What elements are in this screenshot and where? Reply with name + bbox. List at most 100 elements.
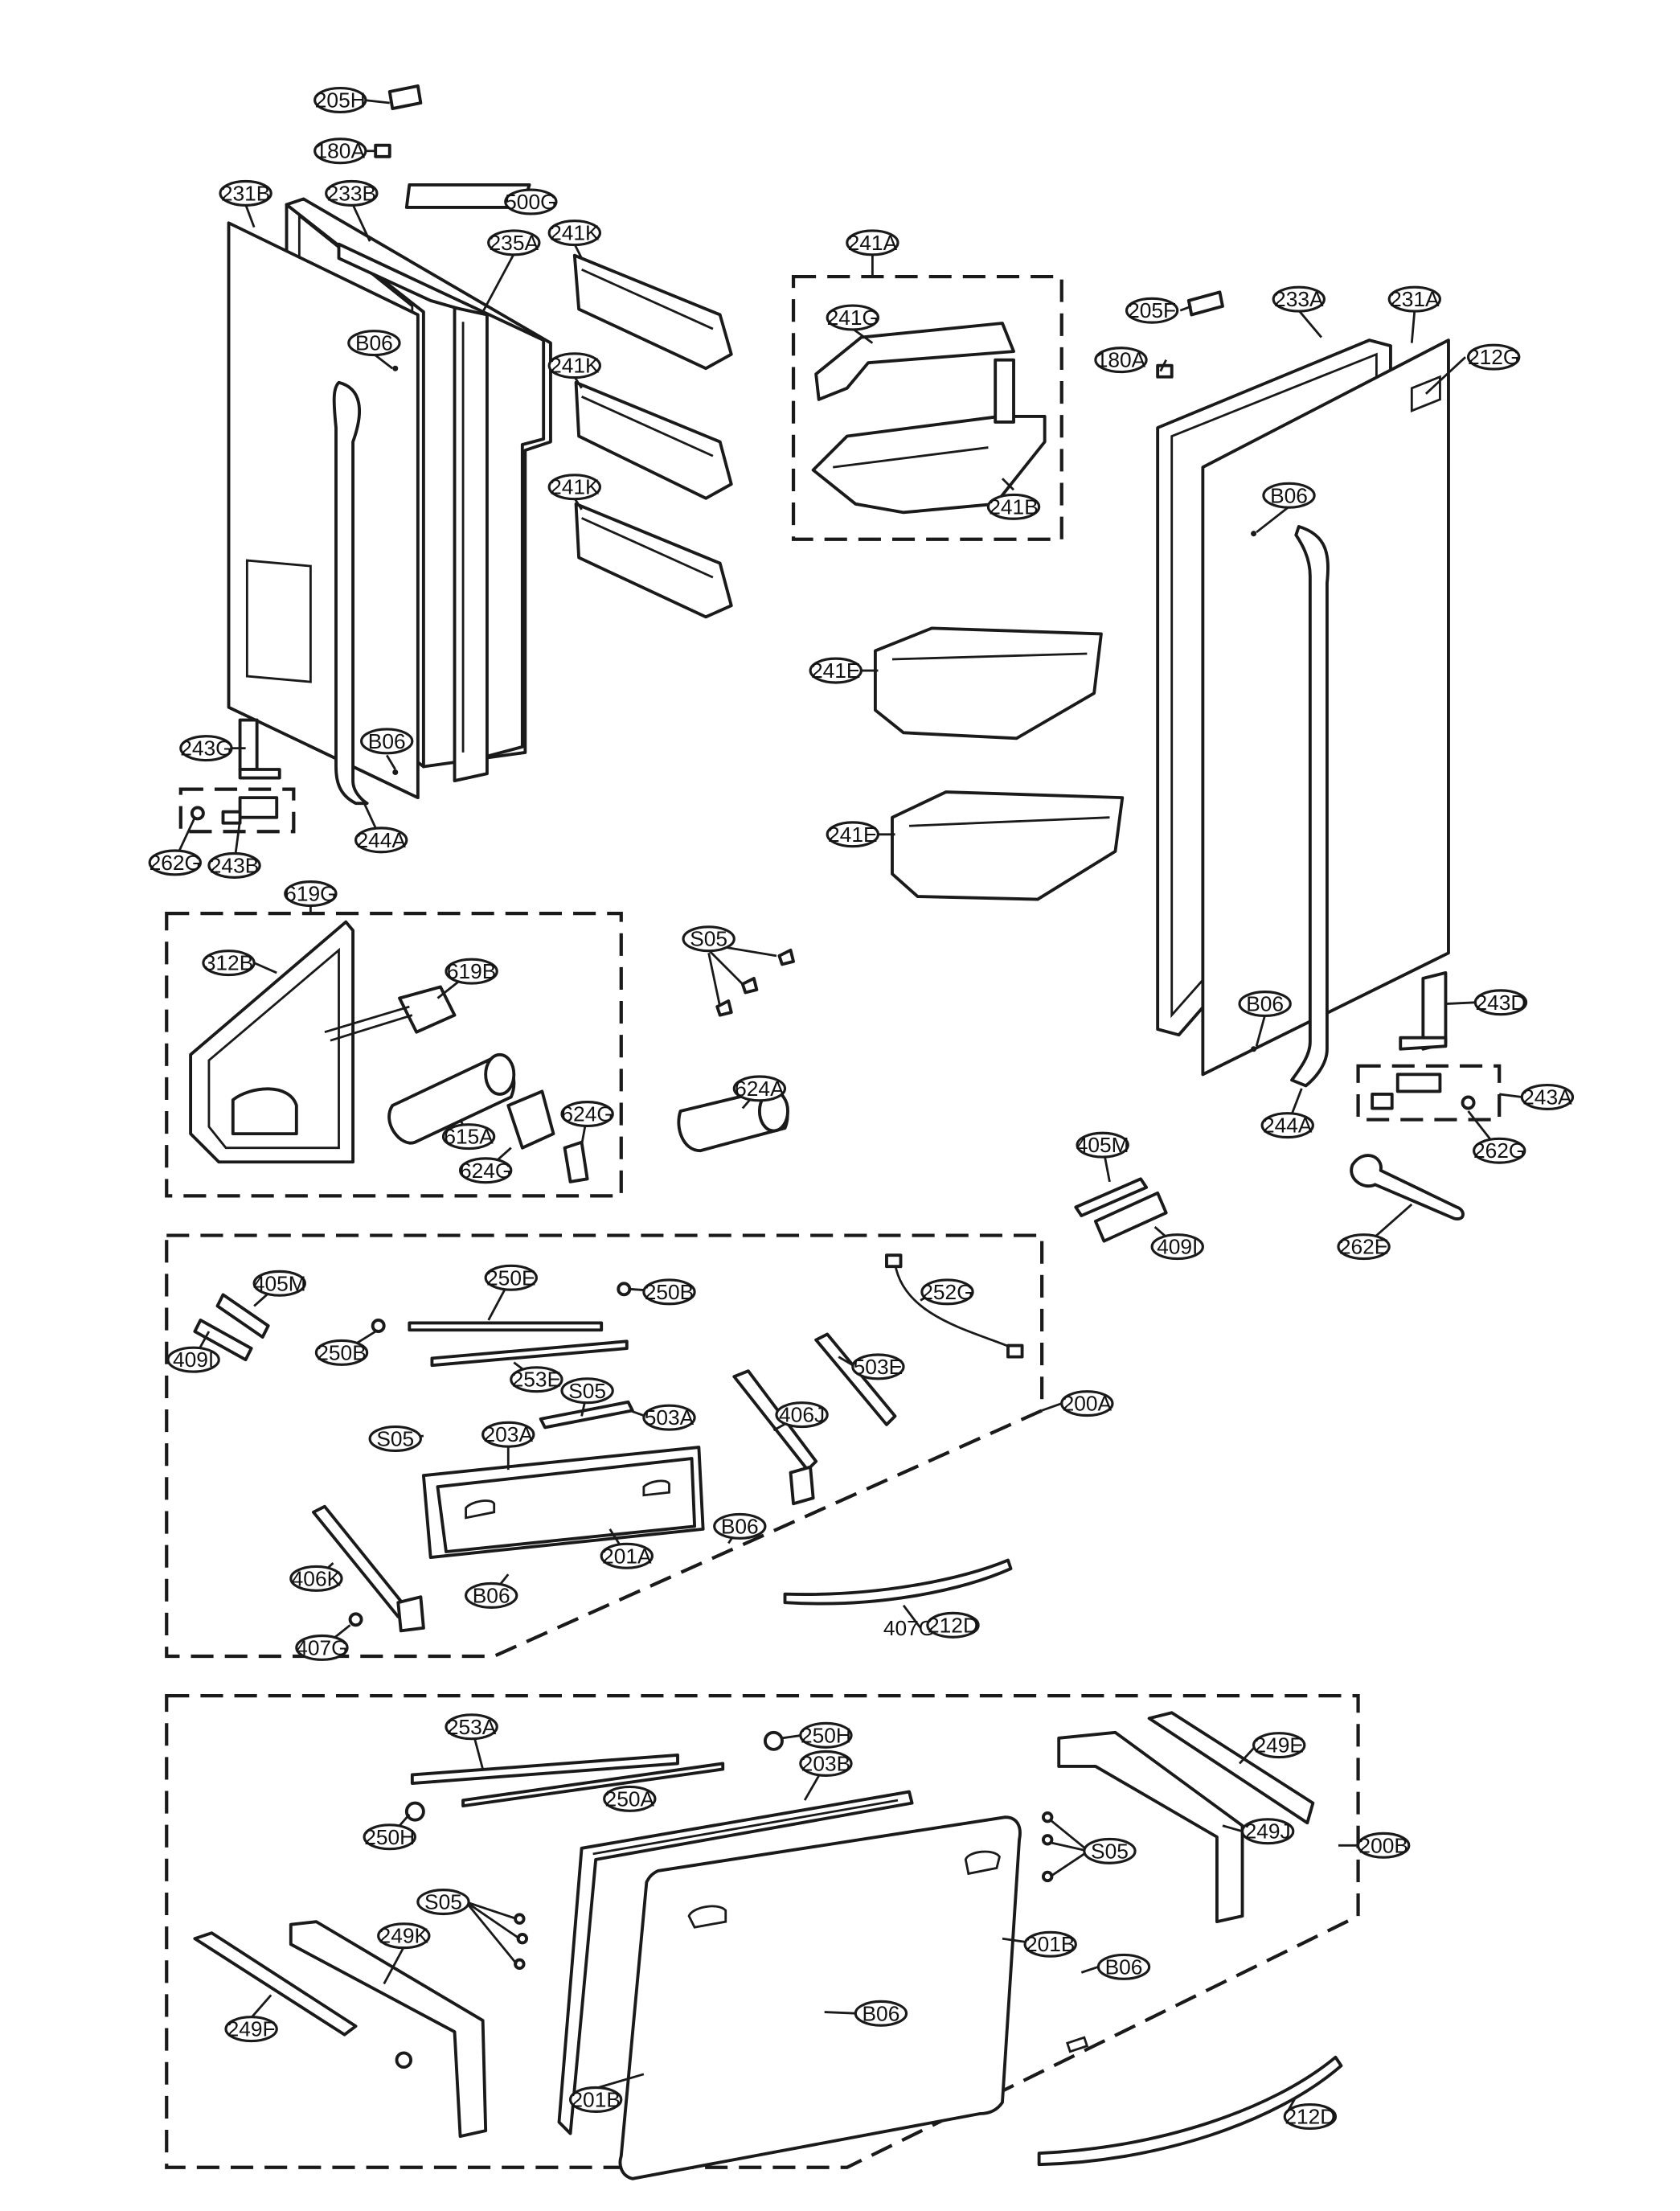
callout-250h-top-text: 250H	[801, 1723, 851, 1747]
callout-615a-text: 615A	[444, 1125, 494, 1149]
callout-s05-drawer-a[interactable]: S05	[560, 1377, 614, 1405]
callout-250e-text: 250E	[486, 1265, 536, 1290]
callout-201b-right[interactable]: 201B	[1023, 1930, 1077, 1958]
rail-406j	[732, 1369, 818, 1506]
callout-s05-right-text: S05	[1091, 1839, 1129, 1863]
callout-231b[interactable]: 231B	[219, 179, 272, 207]
callout-500g-text: 500G	[505, 190, 556, 214]
callout-407g-left[interactable]: 407G	[295, 1634, 349, 1661]
callout-241k-middle[interactable]: 241K	[547, 352, 602, 379]
callout-249f[interactable]: 249F	[224, 2016, 278, 2043]
callout-624a[interactable]: 624A	[732, 1075, 787, 1102]
callout-503e[interactable]: 503E	[851, 1353, 905, 1380]
callout-212g[interactable]: 212G	[1466, 343, 1521, 371]
callout-241g[interactable]: 241G	[826, 304, 880, 331]
callout-201b-left[interactable]: 201B	[568, 2086, 623, 2113]
callout-212d-bottom[interactable]: 212D	[1283, 2103, 1338, 2131]
callout-s05-center[interactable]: S05	[682, 925, 736, 953]
callout-249k[interactable]: 249K	[377, 1922, 431, 1950]
callout-250b-right[interactable]: 250B	[642, 1278, 696, 1306]
callout-b06-right-top[interactable]: B06	[1262, 482, 1316, 509]
callout-b06-right-bottom[interactable]: B06	[1238, 991, 1292, 1018]
callout-405m-drawer-text: 405M	[253, 1271, 306, 1295]
callout-b06-201b-center[interactable]: B06	[854, 2000, 908, 2027]
callout-241b[interactable]: 241B	[986, 493, 1041, 520]
callout-241k-top[interactable]: 241K	[547, 219, 602, 247]
callout-503a[interactable]: 503A	[642, 1404, 696, 1431]
hinge-bracket-243g	[238, 718, 281, 780]
callout-201b-right-text: 201B	[1026, 1932, 1076, 1956]
callout-250h-top[interactable]: 250H	[799, 1721, 853, 1749]
callout-624g-right[interactable]: 624G	[560, 1101, 614, 1128]
callout-624g-bottom-text: 624G	[460, 1159, 511, 1183]
callout-233b[interactable]: 233B	[325, 179, 379, 207]
callout-231a[interactable]: 231A	[1387, 285, 1442, 313]
callout-180a-right-text: 180A	[1096, 348, 1146, 372]
callout-244a-right-text: 244A	[1263, 1114, 1313, 1138]
callout-205h[interactable]: 205H	[313, 87, 367, 114]
callout-312b[interactable]: 312B	[202, 950, 256, 977]
callout-203a[interactable]: 203A	[481, 1421, 535, 1448]
callout-250e[interactable]: 250E	[484, 1264, 538, 1291]
callout-244a-right[interactable]: 244A	[1260, 1112, 1314, 1139]
callout-262g-left[interactable]: 262G	[148, 849, 202, 876]
callout-b06-left-top[interactable]: B06	[347, 330, 401, 357]
callout-s05-right[interactable]: S05	[1083, 1837, 1137, 1864]
callout-243b[interactable]: 243B	[207, 851, 261, 879]
callout-250b-left[interactable]: 250B	[314, 1339, 369, 1366]
callout-b06-left-bottom[interactable]: B06	[360, 728, 414, 755]
callout-619b[interactable]: 619B	[445, 958, 498, 985]
callout-212d-top[interactable]: 212D	[926, 1611, 980, 1639]
callout-200b[interactable]: 200B	[1356, 1832, 1411, 1859]
callout-244a-left[interactable]: 244A	[354, 827, 408, 854]
hinge-cap-205h	[387, 84, 423, 110]
callout-s05-drawer-b[interactable]: S05	[368, 1425, 422, 1452]
callout-500g[interactable]: 500G	[504, 188, 558, 215]
callout-249j[interactable]: 249J	[1240, 1818, 1295, 1845]
callout-b06-drawer-left[interactable]: B06	[464, 1581, 518, 1609]
callout-235a[interactable]: 235A	[487, 229, 541, 256]
callout-624g-bottom[interactable]: 624G	[458, 1157, 513, 1184]
callout-249e[interactable]: 249E	[1252, 1732, 1306, 1759]
callout-233a[interactable]: 233A	[1272, 285, 1326, 313]
callout-409i-drawer[interactable]: 409I	[166, 1346, 220, 1373]
callout-241e-bottom-text: 241E	[828, 822, 878, 847]
callout-253a-text: 253A	[447, 1715, 497, 1739]
callout-205f[interactable]: 205F	[1125, 297, 1179, 324]
callout-262e[interactable]: 262E	[1337, 1233, 1391, 1261]
callout-252g-text: 252G	[921, 1280, 973, 1304]
callout-406k[interactable]: 406K	[289, 1565, 343, 1592]
callout-615a[interactable]: 615A	[441, 1123, 496, 1151]
callout-180a-right[interactable]: 180A	[1094, 347, 1148, 374]
callout-241k-bottom[interactable]: 241K	[547, 474, 602, 501]
callout-407g-handle-text: 407G	[883, 1616, 935, 1640]
callout-b06-drawer-right[interactable]: B06	[713, 1512, 767, 1540]
callout-180a-left[interactable]: 180A	[313, 137, 367, 165]
callout-s05-left[interactable]: S05	[416, 1889, 470, 1916]
callout-249f-text: 249F	[227, 2017, 276, 2041]
callout-243a[interactable]: 243A	[1520, 1083, 1575, 1110]
callout-405m-drawer[interactable]: 405M	[252, 1270, 306, 1297]
callout-b06-drawer-right-text: B06	[721, 1514, 759, 1538]
callout-250h-left[interactable]: 250H	[363, 1823, 416, 1851]
callout-243g[interactable]: 243G	[179, 735, 233, 762]
callout-243d[interactable]: 243D	[1473, 989, 1528, 1016]
callout-200a[interactable]: 200A	[1060, 1390, 1114, 1417]
callout-b06-201b-right[interactable]: B06	[1096, 1953, 1151, 1980]
callout-241e-bottom[interactable]: 241E	[826, 821, 880, 848]
callout-619g[interactable]: 619G	[284, 880, 338, 908]
callout-203b[interactable]: 203B	[799, 1750, 853, 1777]
callout-409i-right[interactable]: 409I	[1150, 1233, 1204, 1261]
callout-243b-text: 243B	[210, 853, 260, 877]
callout-250a[interactable]: 250A	[603, 1785, 657, 1812]
callout-212d-top-text: 212D	[928, 1613, 978, 1637]
callout-262g-right[interactable]: 262G	[1472, 1137, 1526, 1164]
callout-201a[interactable]: 201A	[600, 1542, 654, 1569]
callout-252g[interactable]: 252G	[920, 1278, 974, 1306]
callout-241e-top[interactable]: 241E	[809, 657, 863, 684]
callout-253a[interactable]: 253A	[445, 1713, 498, 1741]
callout-241a[interactable]: 241A	[846, 229, 899, 256]
callout-253e[interactable]: 253E	[510, 1366, 563, 1393]
callout-406j[interactable]: 406J	[775, 1401, 829, 1429]
callout-405m-right[interactable]: 405M	[1076, 1131, 1129, 1159]
